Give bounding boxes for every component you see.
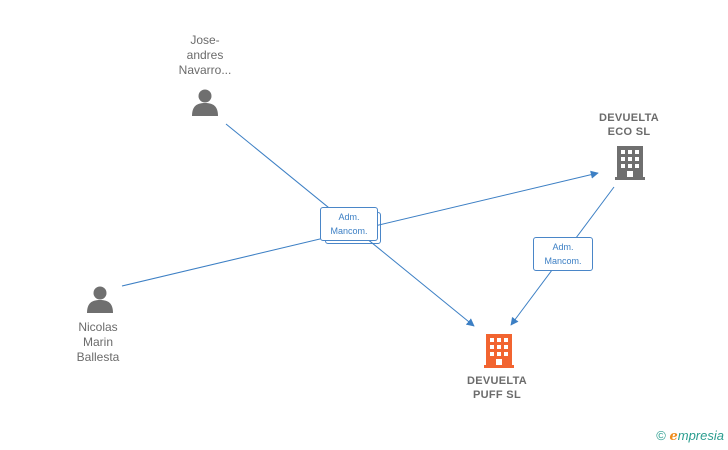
building-icon[interactable] bbox=[484, 334, 514, 368]
brand-logo-text: mpresia bbox=[677, 428, 724, 443]
edge-label-adm-mancom[interactable]: Adm. Mancom. bbox=[320, 207, 381, 244]
person-icon[interactable] bbox=[87, 286, 113, 314]
brand-logo-initial: e bbox=[669, 429, 678, 444]
company-label-devuelta-eco[interactable]: DEVUELTA ECO SL bbox=[598, 112, 660, 138]
person-label-jose[interactable]: Jose- andres Navarro... bbox=[178, 33, 232, 77]
company-label-devuelta-puff[interactable]: DEVUELTA PUFF SL bbox=[466, 375, 528, 401]
person-icon[interactable] bbox=[192, 89, 218, 117]
brand-footer: © empresia bbox=[656, 428, 724, 444]
copyright-icon: © bbox=[656, 428, 666, 443]
edge-label-adm-mancom[interactable]: Adm. Mancom. bbox=[533, 237, 593, 271]
person-label-nicolas[interactable]: Nicolas Marin Ballesta bbox=[76, 320, 120, 364]
building-icon[interactable] bbox=[615, 146, 645, 180]
